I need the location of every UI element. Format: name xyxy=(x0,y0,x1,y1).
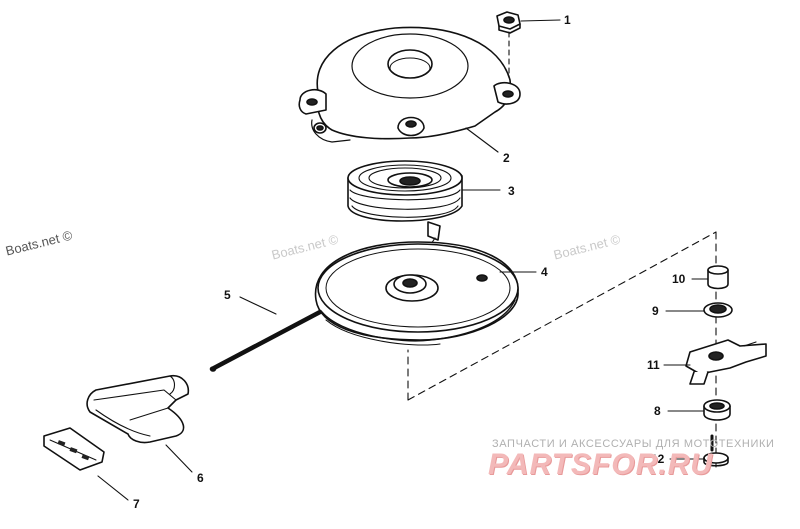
leader-lines xyxy=(97,19,709,501)
callout-8: 8 xyxy=(654,404,661,418)
part-11-pawl xyxy=(685,339,767,385)
callout-3: 3 xyxy=(508,184,515,198)
callout-4: 4 xyxy=(541,265,548,279)
part-2-starter-housing xyxy=(298,26,521,143)
part-8-bushing xyxy=(703,399,731,421)
callout-11: 11 xyxy=(647,358,660,372)
callout-5: 5 xyxy=(224,288,231,302)
part-3-rewind-spring xyxy=(347,160,463,241)
callout-2: 2 xyxy=(503,151,510,165)
callout-10: 10 xyxy=(672,272,686,286)
callout-7: 7 xyxy=(133,497,140,511)
callout-9: 9 xyxy=(652,304,659,318)
callout-12: 12 xyxy=(651,452,665,466)
part-7-handle-insert xyxy=(43,427,105,471)
part-10-spacer xyxy=(707,265,729,290)
part-1-nut xyxy=(496,11,521,34)
brand-caption: ЗАПЧАСТИ И АКСЕССУАРЫ ДЛЯ МОТОТЕХНИКИ xyxy=(492,438,775,450)
callout-6: 6 xyxy=(197,471,204,485)
brand-logo: PARTSFOR.RU xyxy=(488,448,713,481)
part-5-starter-rope xyxy=(209,309,323,372)
part-9-washer xyxy=(703,302,733,318)
callout-1: 1 xyxy=(564,13,571,27)
part-6-starter-handle xyxy=(86,374,190,444)
part-12-screw xyxy=(703,434,729,467)
part-4-pulley xyxy=(314,241,519,346)
